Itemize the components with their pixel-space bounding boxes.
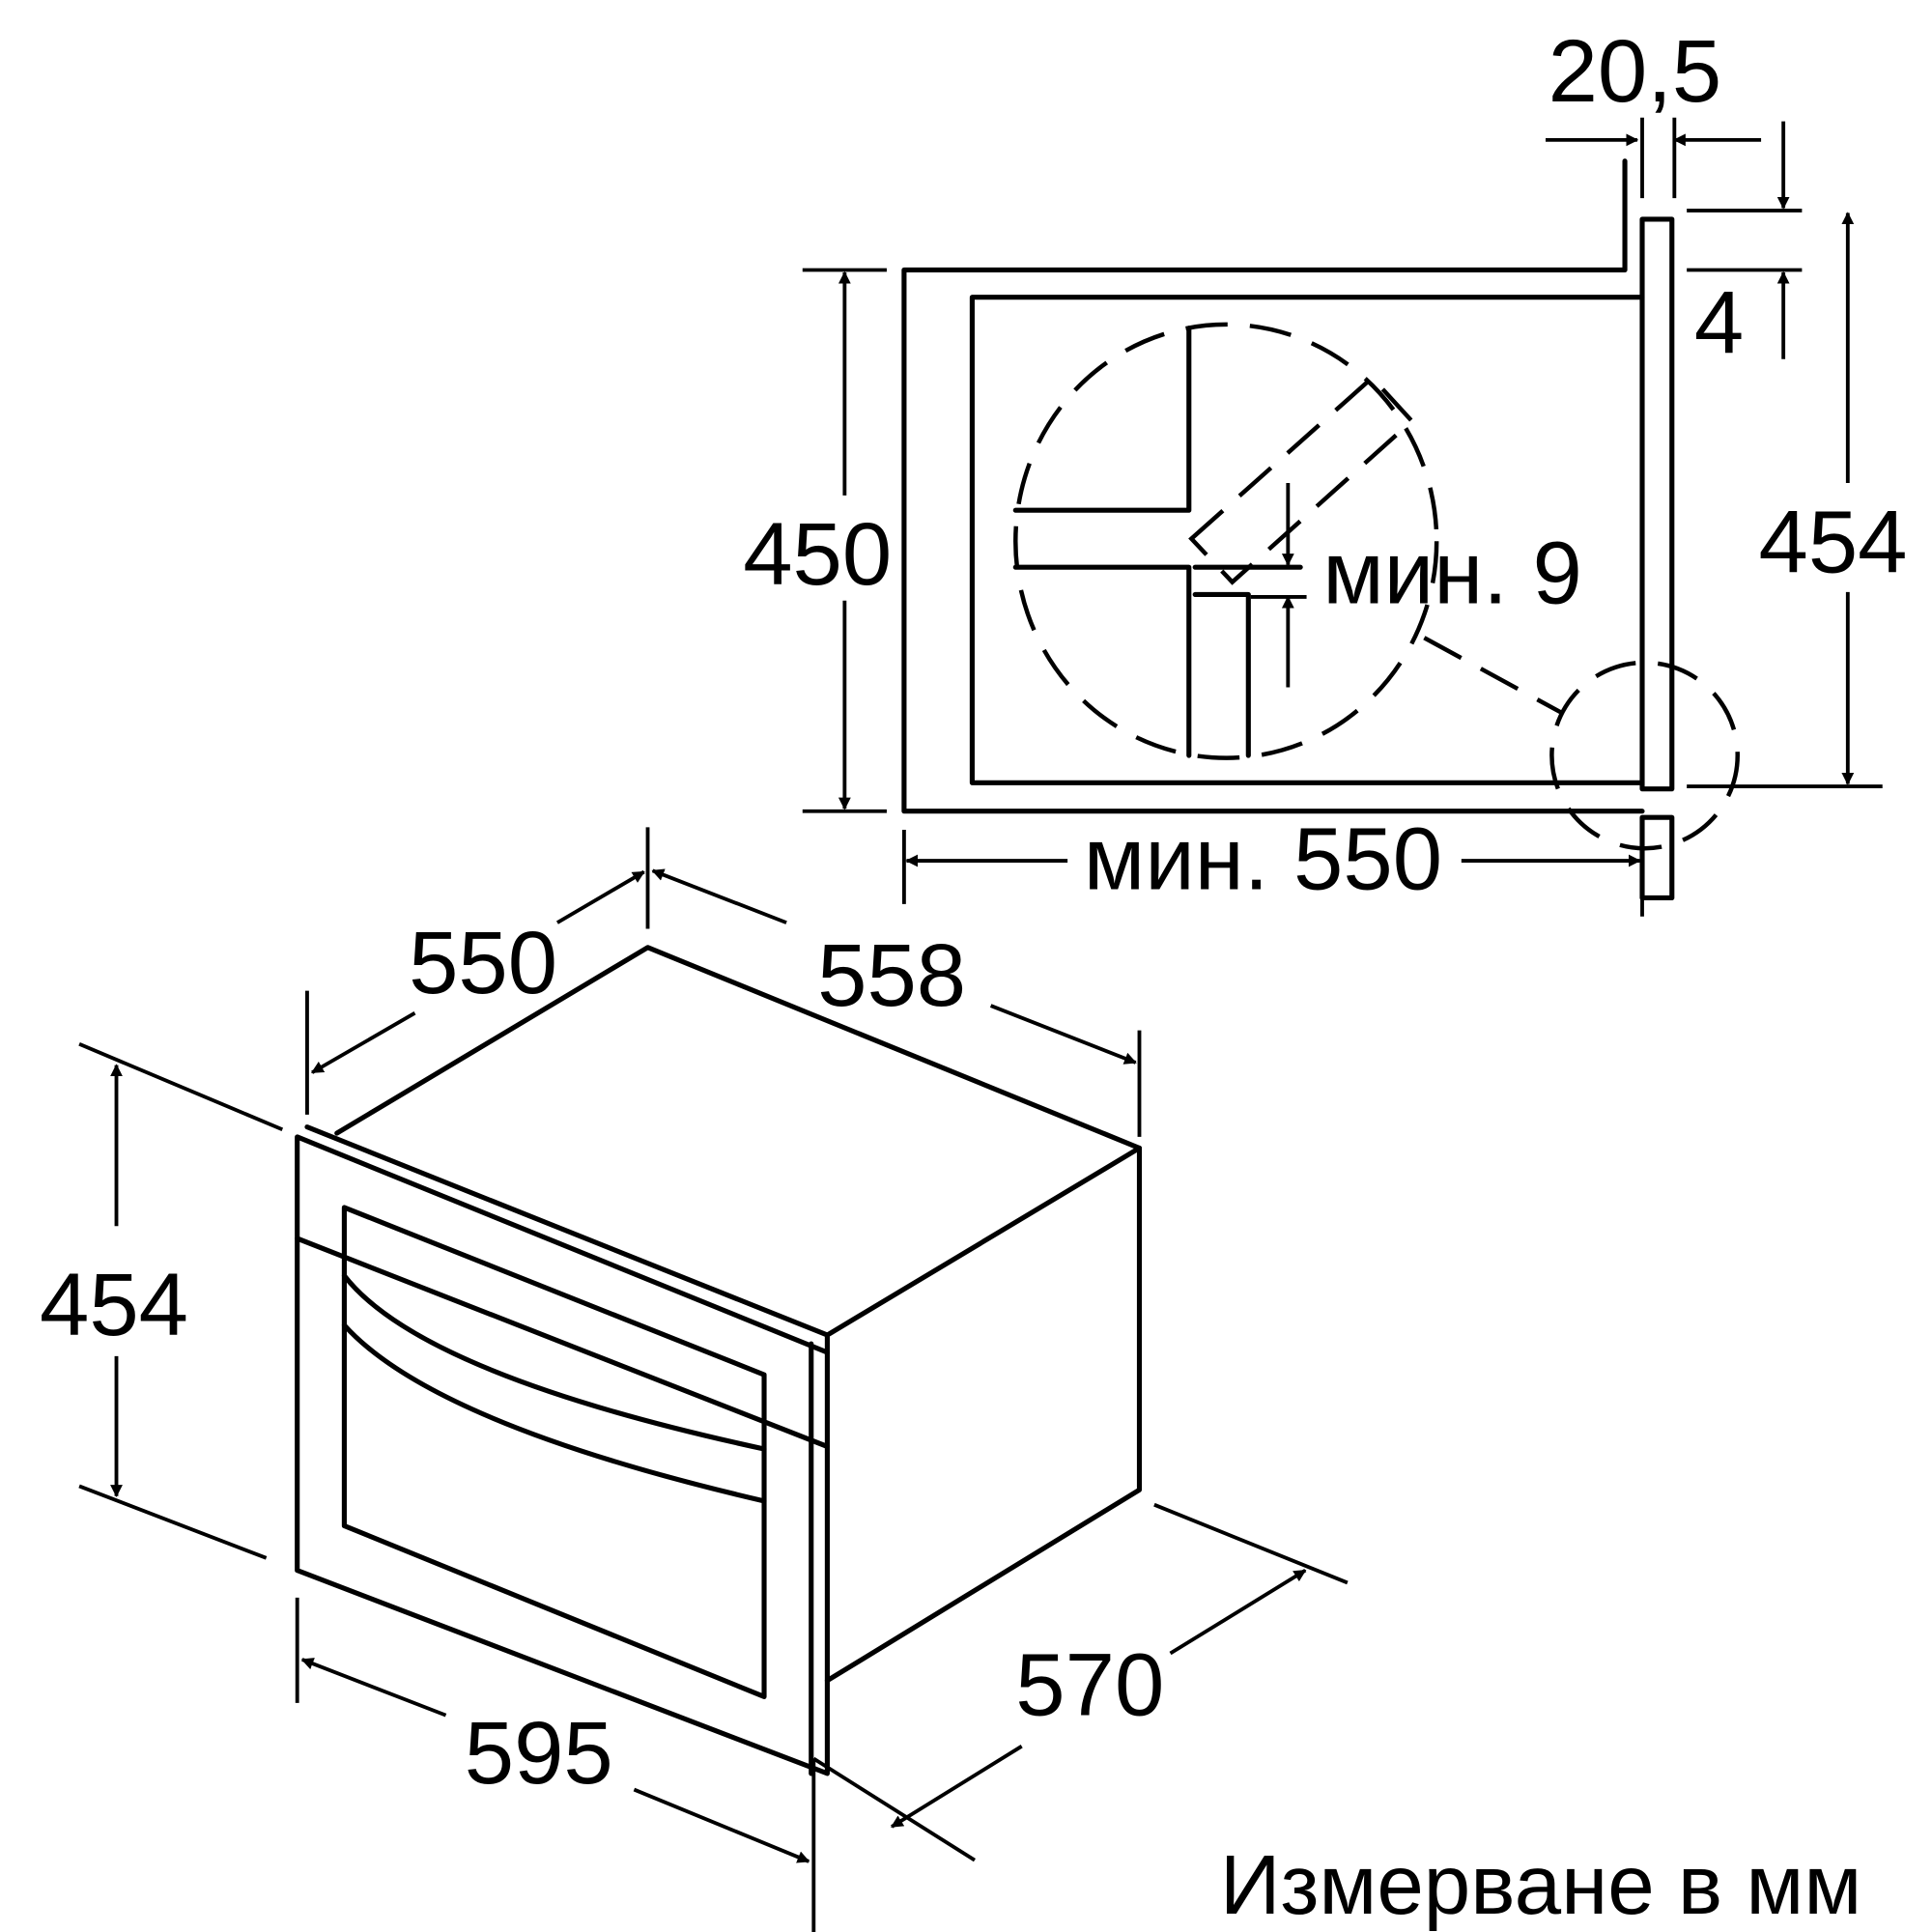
units-caption: Измерване в мм: [1220, 1838, 1861, 1932]
detail-circle: [1013, 322, 1439, 760]
appliance-body: [969, 295, 1645, 785]
front-panel: [1639, 216, 1675, 792]
installation-section: 20,5 4 454 450 мин. 9 мин. 550: [743, 20, 1908, 917]
front-panel-lower: [1639, 814, 1675, 901]
niche-outline: [901, 158, 1645, 814]
dim-min-550: мин. 550: [1084, 809, 1442, 909]
dim-450: 450: [743, 503, 892, 604]
dim-570: 570: [1015, 1634, 1164, 1735]
dim-595: 595: [465, 1702, 613, 1803]
dim-550: 550: [409, 912, 557, 1012]
dim-454-right: 454: [1759, 491, 1908, 591]
dim-454-left: 454: [40, 1254, 188, 1354]
detail-circle-small: [1549, 660, 1740, 851]
appliance-isometric: 550 558 454 595 570: [40, 827, 1349, 1932]
dim-558: 558: [817, 924, 966, 1025]
dim-min-9: мин. 9: [1322, 522, 1582, 622]
dim-20-5: 20,5: [1548, 20, 1722, 121]
dim-4: 4: [1694, 271, 1744, 372]
